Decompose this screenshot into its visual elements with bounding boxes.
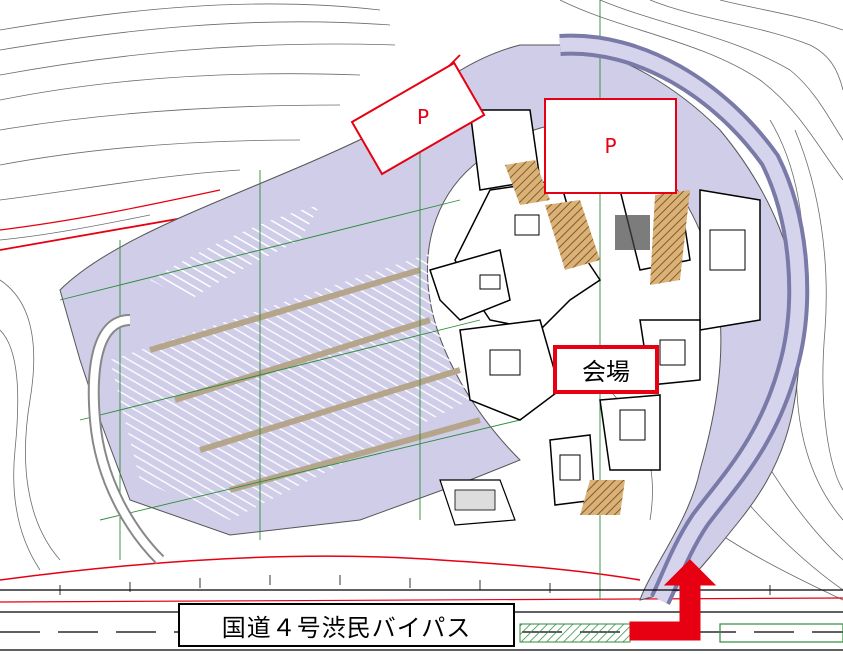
venue-label: 会場 bbox=[553, 345, 659, 394]
parking-sign-1 bbox=[350, 61, 486, 176]
entrance-arrow-icon bbox=[629, 559, 717, 641]
parking-rows bbox=[149, 267, 481, 493]
road-name-label: 国道４号渋民バイパス bbox=[178, 603, 515, 647]
parking-label-2: P bbox=[544, 98, 677, 194]
building-details bbox=[479, 214, 746, 481]
parking-label-1: P bbox=[416, 105, 430, 129]
